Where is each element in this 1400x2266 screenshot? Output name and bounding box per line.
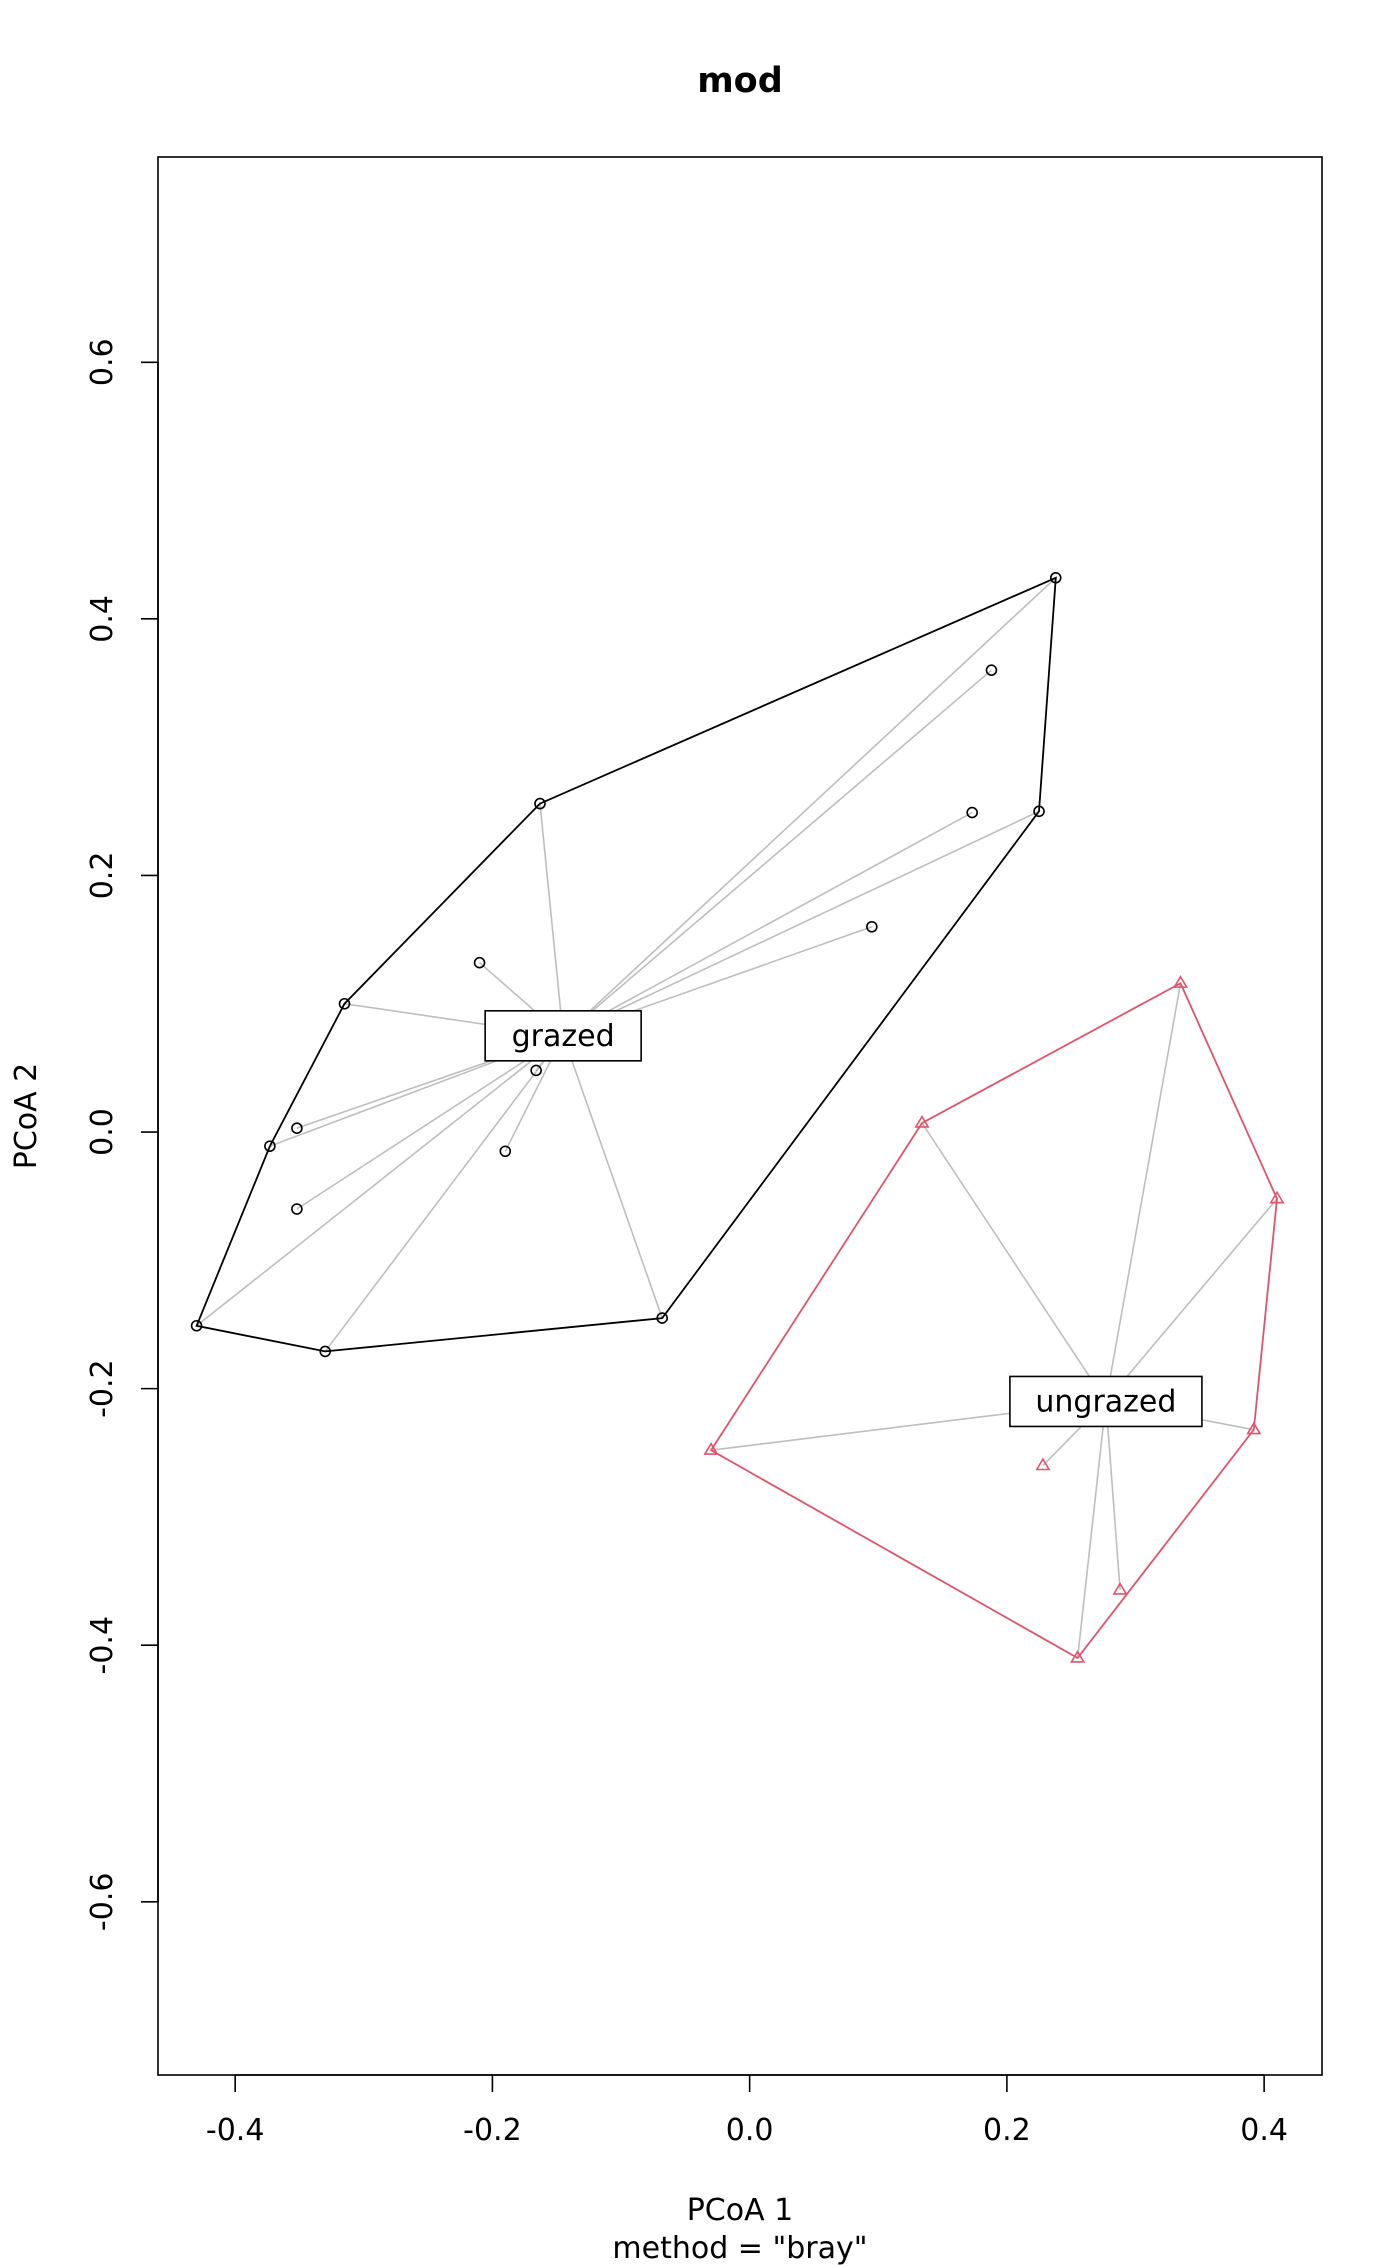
spoke-line-grazed [296,1035,564,1210]
centroid-label-box [1009,1375,1203,1428]
point-ungrazed [1246,1421,1262,1435]
spoke-line-grazed [324,1035,564,1352]
spoke-line-ungrazed [1076,1401,1107,1659]
x-axis-label: PCoA 1 [687,2193,794,2228]
y-axis-label: PCoA 2 [9,1063,44,1170]
y-tick-label: -0.2 [85,1359,120,1418]
point-grazed [530,1064,542,1077]
point-grazed [473,956,486,969]
spoke-line-grazed [562,577,1057,1037]
point-grazed [338,997,351,1010]
point-grazed [656,1312,668,1324]
chart-title: mod [697,61,783,101]
x-tick-label: 0.0 [726,2113,774,2148]
point-ungrazed [703,1442,719,1455]
spoke-line-grazed [539,803,564,1036]
point-grazed [190,1319,203,1332]
y-tick-label: 0.2 [85,852,120,900]
y-tick-label: 0.0 [85,1108,120,1156]
y-axis: -0.6 -0.4 -0.2 0.0 0.2 0.4 0.6 [85,338,159,1932]
point-grazed [499,1145,512,1158]
spoke-line-ungrazed [1105,983,1182,1402]
point-ungrazed [1112,1581,1128,1595]
point-grazed [966,806,978,819]
hull-grazed [195,576,1057,1353]
x-axis: -0.4 -0.2 0.0 0.2 0.4 [206,2074,1288,2148]
x-axis-subtitle: method = "bray" [612,2231,867,2266]
x-tick-label: -0.2 [463,2113,522,2148]
x-tick-label: 0.4 [1240,2113,1288,2148]
point-grazed [866,920,878,933]
y-tick-label: -0.4 [85,1616,120,1675]
point-ungrazed [1035,1457,1051,1471]
spoke-line-grazed [196,1035,564,1327]
spoke-line-ungrazed [1105,1401,1121,1591]
point-grazed [1033,805,1045,818]
centroid-label-text: grazed [512,1019,615,1054]
point-grazed [264,1140,276,1152]
hull-ungrazed [709,981,1278,1660]
point-grazed [291,1122,303,1134]
y-tick-label: -0.6 [85,1873,120,1932]
centroid-label-box [484,1010,642,1062]
centroid-label-grazed: grazed [484,1010,642,1062]
point-ungrazed [1172,975,1189,988]
spoke-line-grazed [562,1035,663,1319]
spoke-line-grazed [562,811,973,1037]
point-grazed [319,1345,332,1358]
spoke-line-ungrazed [1105,1198,1278,1402]
point-ungrazed [1070,1649,1086,1663]
spoke-line-grazed [562,810,1040,1037]
point-grazed [534,797,546,810]
plot-marks: grazed ungrazed [190,572,1285,1663]
point-grazed [1049,572,1062,584]
x-tick-label: -0.4 [206,2113,265,2148]
point-grazed [985,664,998,676]
spoke-line-grazed [562,669,992,1037]
x-tick-label: 0.2 [983,2113,1031,2148]
point-grazed [291,1203,303,1215]
centroid-label-ungrazed: ungrazed [1009,1375,1203,1428]
y-tick-label: 0.6 [85,338,120,386]
y-tick-label: 0.4 [85,595,120,643]
spoke-line-ungrazed [921,1122,1107,1402]
centroid-label-text: ungrazed [1035,1384,1176,1419]
point-ungrazed [1269,1190,1285,1204]
point-ungrazed [914,1114,930,1128]
